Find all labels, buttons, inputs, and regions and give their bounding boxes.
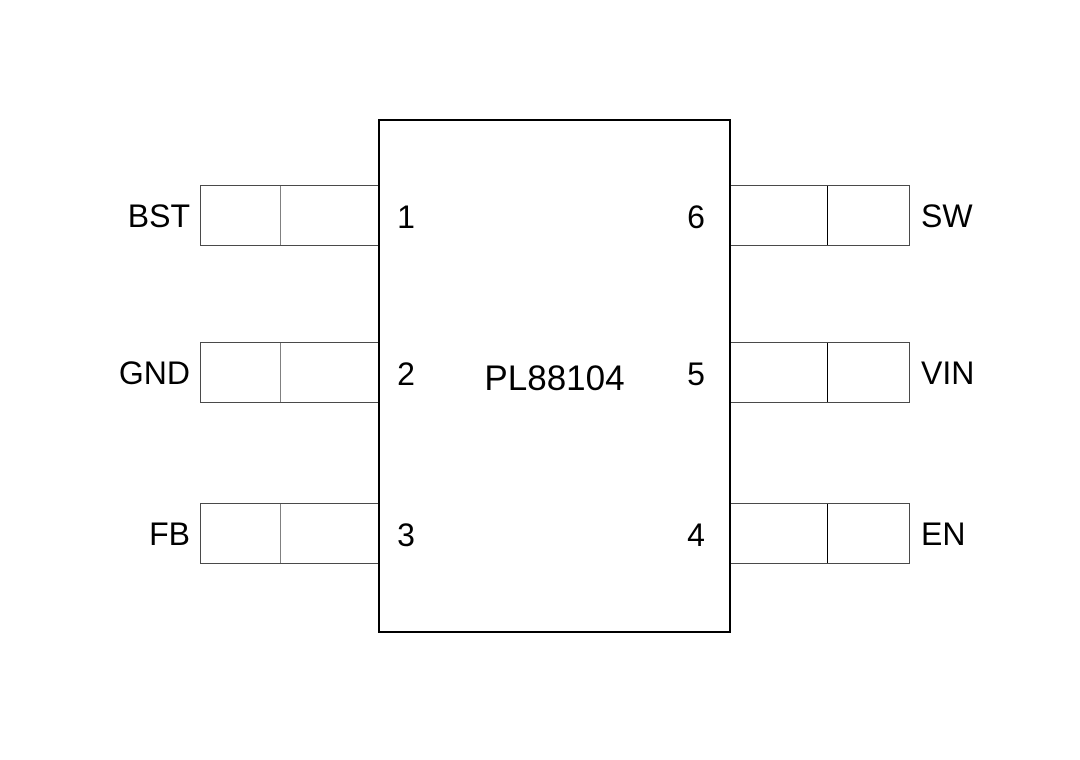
pin-label-fb: FB	[149, 516, 190, 552]
pad-inner-segment	[281, 186, 379, 245]
pin-pad-bst	[200, 185, 380, 246]
pad-inner-segment	[281, 504, 379, 563]
pin-number-2: 2	[397, 356, 415, 392]
pad-inner-segment	[730, 504, 828, 563]
pad-outer-segment	[201, 343, 281, 402]
pin-number-5: 5	[687, 356, 705, 392]
pad-outer-segment	[201, 186, 281, 245]
pad-outer-segment	[828, 504, 909, 563]
pin-pad-gnd	[200, 342, 380, 403]
pin-number-3: 3	[397, 517, 415, 553]
pin-label-bst: BST	[127, 198, 190, 234]
pin-label-sw: SW	[921, 198, 973, 234]
pin-number-1: 1	[397, 199, 415, 235]
pin-pad-vin	[729, 342, 910, 403]
chip-body	[378, 119, 731, 633]
pin-pad-en	[729, 503, 910, 564]
chip-title: PL88104	[484, 359, 625, 398]
pin-number-4: 4	[687, 517, 705, 553]
pin-pad-fb	[200, 503, 380, 564]
pad-inner-segment	[730, 343, 828, 402]
pad-outer-segment	[828, 343, 909, 402]
pin-label-vin: VIN	[921, 355, 975, 391]
pad-inner-segment	[730, 186, 828, 245]
pin-pad-sw	[729, 185, 910, 246]
pad-outer-segment	[201, 504, 281, 563]
pin-label-gnd: GND	[118, 355, 190, 391]
pad-inner-segment	[281, 343, 379, 402]
pin-number-6: 6	[687, 199, 705, 235]
pad-outer-segment	[828, 186, 909, 245]
pin-label-en: EN	[921, 516, 966, 552]
